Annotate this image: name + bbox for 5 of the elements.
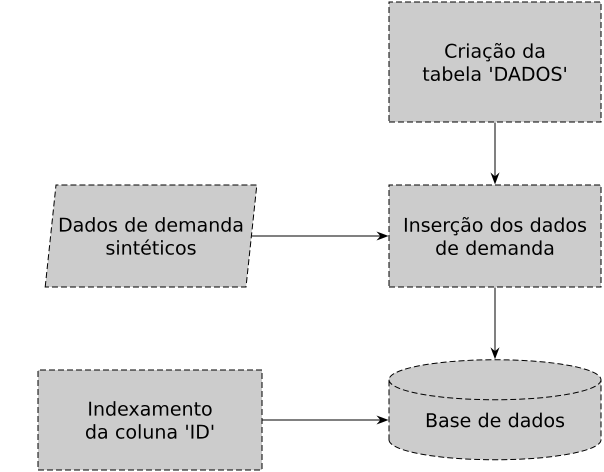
data-parallelogram: Dados de demanda sintéticos [44,184,258,288]
process-box: Criação da tabela 'DADOS' [388,2,602,122]
database-cylinder: Base de dados [388,359,602,460]
process-box: Inserção dos dados de demanda [388,184,602,288]
process-box: Indexamento da coluna 'ID' [38,370,262,470]
